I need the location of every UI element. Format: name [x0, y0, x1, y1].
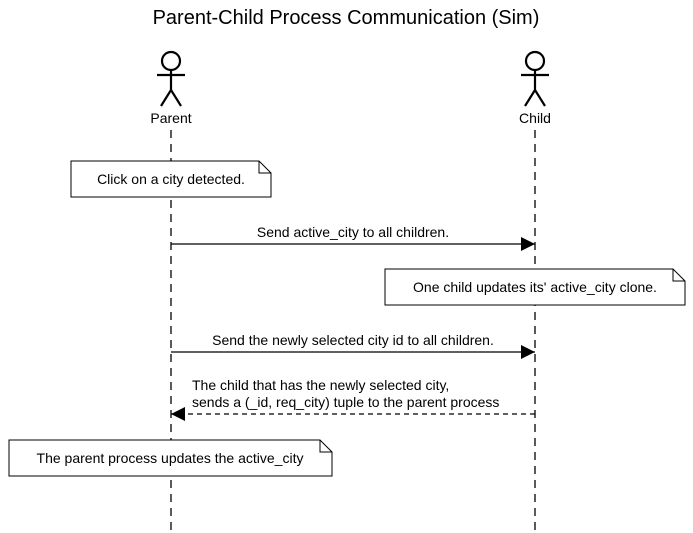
actor-child: [521, 50, 549, 107]
message-return-tuple-line-1: The child that has the newly selected ci…: [192, 377, 449, 393]
message-send-city-id-label: Send the newly selected city id to all c…: [212, 332, 494, 348]
message-return-tuple-line-2: sends a (_id, req_city) tuple to the par…: [192, 394, 499, 410]
note-child-update: One child updates its' active_city clone…: [384, 268, 686, 306]
note-city-click-text: Click on a city detected.: [97, 171, 245, 187]
note-parent-update-text: The parent process updates the active_ci…: [37, 450, 304, 466]
diagram-title: Parent-Child Process Communication (Sim): [153, 7, 540, 29]
actor-parent: [157, 50, 185, 107]
note-parent-update: The parent process updates the active_ci…: [8, 439, 333, 477]
actor-label-parent: Parent: [150, 110, 191, 126]
note-city-click: Click on a city detected.: [70, 160, 272, 198]
message-send-active-city: Send active_city to all children.: [171, 224, 535, 251]
message-send-city-id: Send the newly selected city id to all c…: [171, 332, 535, 359]
actor-label-child: Child: [519, 110, 551, 126]
message-return-tuple: The child that has the newly selected ci…: [171, 377, 535, 421]
message-send-active-city-label: Send active_city to all children.: [257, 224, 449, 240]
note-child-update-text: One child updates its' active_city clone…: [413, 279, 657, 295]
